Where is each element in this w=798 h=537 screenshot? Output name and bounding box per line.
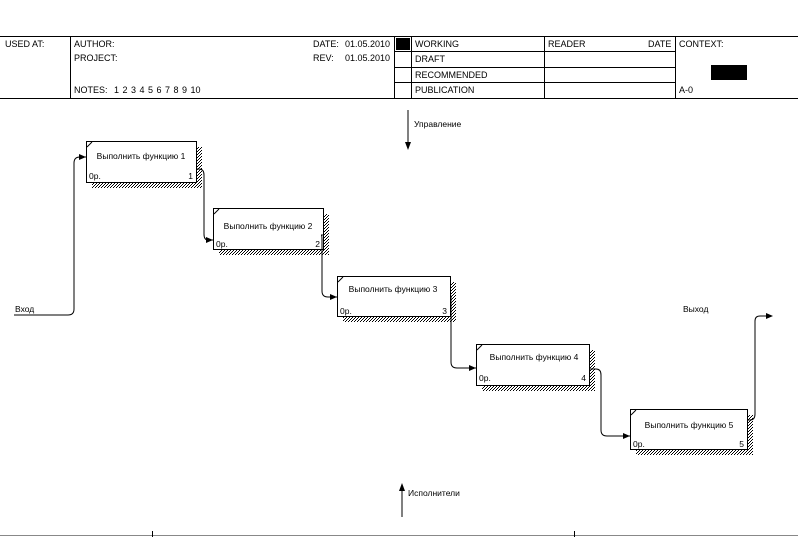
box-5-title: Выполнить функцию 5	[645, 420, 734, 430]
status-recommended: RECOMMENDED	[415, 70, 488, 80]
arrowhead	[79, 154, 86, 160]
box-corner-mark	[476, 344, 483, 351]
mechanism-label: Исполнители	[408, 488, 460, 498]
context-label: CONTEXT:	[679, 39, 724, 49]
box-5-number: 5	[739, 439, 744, 449]
function-box-4[interactable]	[476, 344, 590, 386]
box-3-number: 3	[442, 306, 447, 316]
header-row-divider	[394, 67, 675, 68]
header-row-divider	[394, 51, 675, 52]
footer-divider	[152, 531, 153, 537]
input-arrow[interactable]	[14, 156, 86, 316]
used-at-label: USED AT:	[5, 39, 45, 49]
box-shadow	[92, 183, 202, 188]
working-status-marker	[396, 38, 410, 50]
box-shadow	[323, 214, 329, 255]
function-box-5[interactable]	[630, 409, 748, 450]
box-1-cost: 0р.	[89, 171, 101, 181]
reader-label: READER	[548, 39, 586, 49]
context-thumbnail	[711, 65, 747, 80]
arrowhead	[623, 433, 630, 439]
box-2-title: Выполнить функцию 2	[224, 221, 313, 231]
footer-divider	[574, 531, 575, 537]
connector-arrow-2-3[interactable]	[320, 234, 337, 298]
box-1-number: 1	[188, 171, 193, 181]
output-label: Выход	[683, 304, 708, 314]
reader-date-label: DATE	[648, 39, 672, 49]
box-shadow	[450, 282, 456, 322]
header-divider	[675, 36, 676, 98]
control-label: Управление	[414, 119, 462, 129]
box-3-title: Выполнить функцию 3	[349, 284, 438, 294]
box-corner-mark	[337, 276, 344, 283]
date-label: DATE:	[313, 39, 339, 49]
connector-arrow-3-4[interactable]	[450, 295, 476, 369]
box-2-cost: 0р.	[216, 239, 228, 249]
frame-bottom-border	[0, 535, 798, 536]
box-corner-mark	[630, 409, 637, 416]
input-label: Вход	[15, 304, 34, 314]
node-id: A-0	[679, 85, 694, 95]
rev-label: REV:	[313, 53, 334, 63]
arrowhead	[469, 365, 476, 371]
author-label: AUTHOR:	[74, 39, 115, 49]
box-shadow	[636, 450, 753, 455]
function-box-2[interactable]	[213, 208, 324, 250]
box-corner-mark	[86, 141, 93, 148]
box-4-cost: 0р.	[479, 373, 491, 383]
notes-label: NOTES:	[74, 85, 108, 95]
box-1-title: Выполнить функцию 1	[97, 151, 186, 161]
box-4-number: 4	[581, 373, 586, 383]
header-divider	[70, 36, 71, 98]
box-corner-mark	[213, 208, 220, 215]
arrowhead	[206, 237, 213, 243]
arrowhead	[399, 483, 405, 491]
arrowhead	[766, 313, 773, 319]
arrowhead	[405, 142, 411, 150]
function-box-3[interactable]	[337, 276, 451, 317]
header-row-divider	[394, 82, 675, 83]
connector-arrow-4-5[interactable]	[589, 368, 630, 437]
function-box-1[interactable]	[86, 141, 197, 183]
rev-value: 01.05.2010	[345, 53, 391, 63]
box-shadow	[747, 415, 753, 455]
date-value: 01.05.2010	[345, 39, 391, 49]
project-label: PROJECT:	[74, 53, 118, 63]
box-shadow	[482, 386, 595, 391]
box-4-title: Выполнить функцию 4	[490, 352, 579, 362]
status-working: WORKING	[415, 39, 459, 49]
box-shadow	[343, 317, 456, 322]
box-shadow	[589, 350, 595, 391]
output-arrow[interactable]	[747, 315, 766, 421]
box-shadow	[219, 250, 329, 255]
box-3-cost: 0р.	[340, 306, 352, 316]
header-bottom-border	[0, 98, 798, 99]
box-2-number: 2	[315, 239, 320, 249]
status-draft: DRAFT	[415, 54, 445, 64]
box-shadow	[196, 147, 202, 188]
box-5-cost: 0р.	[633, 439, 645, 449]
status-publication: PUBLICATION	[415, 85, 475, 95]
arrowhead	[330, 294, 337, 300]
notes-numbers: 1 2 3 4 5 6 7 8 9 10	[114, 85, 201, 95]
header-top-border	[0, 36, 798, 37]
